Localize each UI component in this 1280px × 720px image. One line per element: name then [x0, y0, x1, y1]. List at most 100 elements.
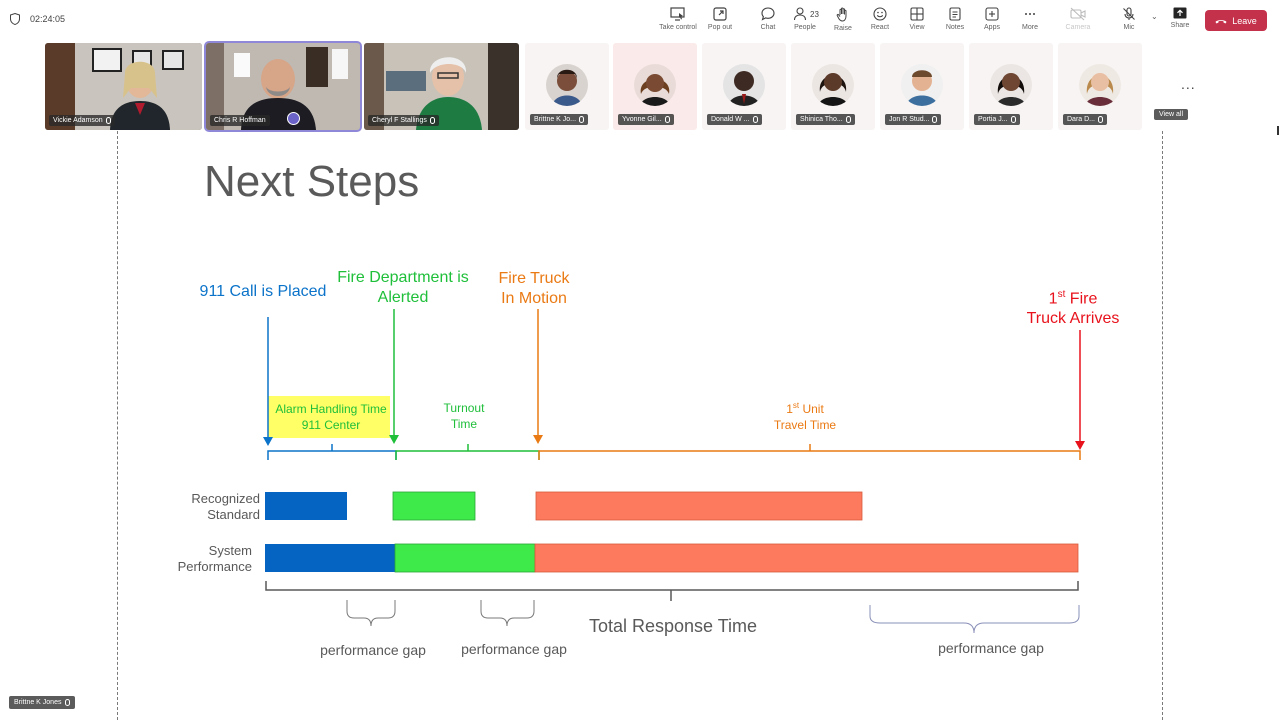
participant-video-tile-active[interactable]: Chris R Hoffman: [204, 41, 362, 132]
performance-gap-label-1: performance gap: [320, 642, 426, 658]
mic-icon: [65, 699, 71, 706]
shield-icon: [10, 13, 20, 25]
participant-name-tag: Dara D...: [1063, 114, 1108, 125]
more-icon: [1025, 13, 1035, 15]
apps-button[interactable]: Apps: [970, 7, 1014, 37]
view-all-button[interactable]: View all: [1154, 109, 1188, 120]
camera-label: Camera: [1065, 24, 1091, 31]
participant-avatar-tile[interactable]: Dara D...: [1058, 43, 1142, 130]
participant-name: Dara D...: [1067, 116, 1096, 123]
first-truck-sup: st: [1057, 289, 1066, 300]
participant-name: Brittne K Jo...: [534, 116, 577, 123]
mic-button[interactable]: Mic: [1107, 7, 1151, 37]
pop-out-label: Pop out: [707, 24, 733, 31]
arrow-call-placed: [263, 317, 273, 446]
raise-hand-button[interactable]: Raise: [821, 7, 865, 37]
row-label-performance: System Performance: [152, 543, 252, 576]
participant-avatar-tile[interactable]: Yvonne Gil...: [613, 43, 697, 130]
more-participants-button[interactable]: ...: [1181, 76, 1196, 92]
performance-line2: Performance: [177, 559, 252, 575]
participant-name-tag: Chris R Hoffman: [210, 115, 270, 126]
participant-avatar-tile[interactable]: Portia J...: [969, 43, 1053, 130]
event-first-truck-arrives: 1st Fire Truck Arrives: [1008, 289, 1138, 329]
performance-bar-turnout: [394, 543, 536, 573]
raise-hand-label: Raise: [834, 25, 852, 32]
presenter-name: Brittne K Jones: [14, 699, 62, 706]
mic-icon: [845, 116, 851, 123]
standard-line2: Standard: [207, 507, 260, 523]
alarm-handling-highlight: [268, 396, 390, 438]
more-button[interactable]: More: [1008, 7, 1052, 37]
camera-button[interactable]: Camera: [1056, 7, 1100, 37]
mic-icon: [579, 116, 585, 123]
participant-video-tile[interactable]: Vickie Adamson: [45, 43, 202, 130]
mic-label: Mic: [1123, 24, 1135, 31]
chat-label: Chat: [760, 24, 776, 31]
response-time-diagram: [263, 309, 1085, 634]
event-truck-line2: In Motion: [501, 290, 567, 307]
take-control-button[interactable]: Take control: [656, 7, 700, 37]
brace-gap-alarm: [346, 600, 396, 627]
meeting-toolbar: 02:24:05 Take control Pop out Chat 23 Pe…: [0, 0, 1280, 40]
avatar: [990, 64, 1032, 106]
participant-name: Portia J...: [978, 116, 1008, 123]
event-fd-alerted: Fire Department is Alerted: [318, 268, 488, 308]
performance-gap-label-3: performance gap: [938, 640, 1044, 656]
standard-bar-turnout: [392, 491, 476, 521]
performance-line1: System: [208, 543, 252, 558]
participant-video-tile[interactable]: Cheryl F Stallings: [364, 43, 519, 130]
people-count: 23: [810, 10, 819, 19]
participant-name-tag: Cheryl F Stallings: [368, 115, 439, 126]
meeting-timer: 02:24:05: [30, 14, 66, 24]
participant-name-tag: Shinica Tho...: [796, 114, 855, 125]
speaking-badge-icon: [287, 112, 300, 125]
react-icon: [873, 7, 887, 21]
performance-gap-label-2: performance gap: [461, 641, 567, 657]
participant-name-tag: Donald W ...: [707, 114, 762, 125]
pop-out-button[interactable]: Pop out: [698, 7, 742, 37]
brace-gap-turnout: [480, 600, 535, 627]
view-button[interactable]: View: [895, 7, 939, 37]
mic-icon: [1098, 116, 1104, 123]
participant-avatar-tile[interactable]: Jon R Stud...: [880, 43, 964, 130]
notes-label: Notes: [945, 24, 965, 31]
participant-name: Vickie Adamson: [53, 117, 103, 124]
participant-avatar-tile[interactable]: Shinica Tho...: [791, 43, 875, 130]
view-label: View: [909, 24, 925, 31]
react-button[interactable]: React: [858, 7, 902, 37]
slide-right-border: [1162, 131, 1163, 720]
participant-name: Shinica Tho...: [800, 116, 843, 123]
interval-turnout: Turnout Time: [424, 401, 504, 432]
turnout-line1: Turnout: [443, 401, 485, 415]
leave-button[interactable]: Leave: [1205, 10, 1267, 31]
share-button[interactable]: Share: [1158, 7, 1202, 37]
participant-name: Chris R Hoffman: [214, 117, 266, 124]
participant-name-tag: Brittne K Jo...: [530, 114, 589, 125]
notes-button[interactable]: Notes: [933, 7, 977, 37]
participant-avatar-tile[interactable]: Brittne K Jo...: [525, 43, 609, 130]
event-call-placed: 911 Call is Placed: [199, 283, 327, 300]
mic-icon: [664, 116, 670, 123]
interval-travel: 1st Unit Travel Time: [750, 401, 860, 433]
slide-left-border: [117, 131, 118, 720]
participant-avatar-tile[interactable]: Donald W ...: [702, 43, 786, 130]
event-truck-line1: Fire Truck: [498, 270, 570, 287]
mic-icon: [752, 116, 758, 123]
alarm-line2: 911 Center: [301, 417, 361, 432]
arrow-first-truck-arrives: [1075, 330, 1085, 450]
text-cursor: [1277, 126, 1279, 135]
presenter-name-tag: Brittne K Jones: [9, 696, 76, 709]
alarm-line1: Alarm Handling Time: [275, 402, 387, 416]
first-truck-line2: Truck Arrives: [1026, 310, 1120, 328]
chat-button[interactable]: Chat: [746, 7, 790, 37]
standard-bar-travel: [535, 491, 863, 521]
mic-options-chevron-icon[interactable]: ⌄: [1151, 12, 1158, 21]
arrow-truck-in-motion: [533, 309, 543, 444]
notes-icon: [949, 7, 961, 21]
people-button[interactable]: 23 People: [783, 7, 827, 37]
brace-travel: [538, 444, 1081, 460]
mic-icon: [932, 116, 938, 123]
first-truck-line1: Fire: [1065, 290, 1098, 308]
brace-alarm-handling: [267, 444, 397, 460]
event-fd-alerted-line1: Fire Department is: [337, 269, 469, 286]
